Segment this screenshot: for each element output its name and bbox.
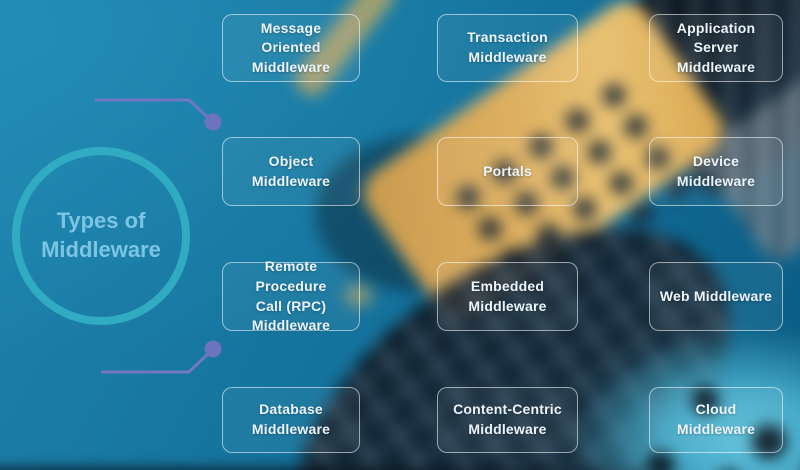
- node-label: Embedded Middleware: [468, 277, 547, 314]
- node-database-middleware: Database Middleware: [222, 387, 360, 453]
- node-embedded-middleware: Embedded Middleware: [437, 262, 578, 331]
- bg-yellow-spot: [344, 283, 373, 308]
- node-label: Device Middleware: [676, 152, 756, 189]
- node-label: Remote Procedure Call (RPC) Middleware: [251, 258, 331, 334]
- node-content-centric-middleware: Content-Centric Middleware: [437, 387, 578, 453]
- connector-dot-top: [204, 113, 222, 131]
- node-label: Database Middleware: [251, 401, 331, 437]
- node-web-middleware: Web Middleware: [649, 262, 783, 331]
- bg-dot: [691, 386, 720, 415]
- diagram-title: Types of Middleware: [41, 208, 161, 262]
- node-device-middleware: Device Middleware: [649, 137, 783, 206]
- node-label: Web Middleware: [659, 287, 773, 304]
- node-label: Portals: [483, 162, 532, 179]
- node-rpc-middleware: Remote Procedure Call (RPC) Middleware: [222, 258, 360, 333]
- bg-dot: [646, 451, 675, 470]
- connector-line-top: [95, 98, 215, 124]
- node-application-server-middleware: Application Server Middleware: [649, 14, 783, 82]
- node-label: Application Server Middleware: [676, 19, 756, 75]
- node-portals: Portals: [437, 137, 578, 206]
- connector-dot-bottom: [204, 340, 222, 358]
- node-object-middleware: Object Middleware: [222, 137, 360, 206]
- node-transaction-middleware: Transaction Middleware: [437, 14, 578, 82]
- node-cloud-middleware: Cloud Middleware: [649, 387, 783, 453]
- node-label: Cloud Middleware: [676, 401, 756, 437]
- types-of-middleware-circle: Types of Middleware: [12, 147, 190, 325]
- connector-line-bottom: [101, 347, 215, 374]
- node-label: Content-Centric Middleware: [453, 401, 562, 437]
- node-label: Message Oriented Middleware: [251, 19, 331, 75]
- node-label: Transaction Middleware: [467, 29, 548, 65]
- bg-dot: [751, 424, 786, 459]
- node-message-oriented-middleware: Message Oriented Middleware: [222, 14, 360, 82]
- node-label: Object Middleware: [251, 152, 331, 189]
